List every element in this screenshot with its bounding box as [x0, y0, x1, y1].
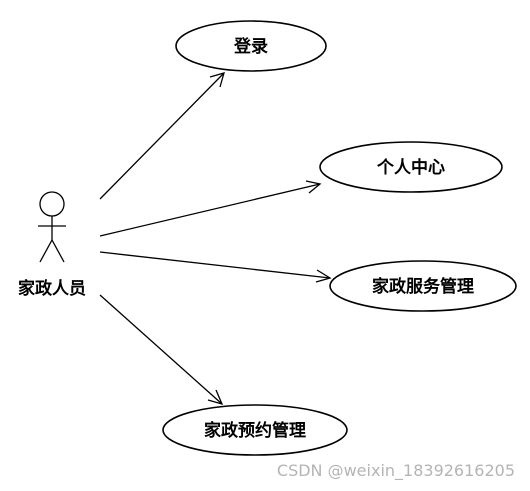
use-case-label: 个人中心: [376, 157, 445, 178]
actor-label: 家政人员: [18, 278, 86, 299]
use-case-booking-mgmt: 家政预约管理: [162, 404, 348, 456]
association-service-mgmt: [99, 251, 332, 283]
association-profile: [99, 180, 322, 237]
use-case-login: 登录: [175, 20, 327, 72]
use-case-service-mgmt: 家政服务管理: [329, 260, 517, 312]
actor: 家政人员: [18, 191, 86, 299]
use-case-profile: 个人中心: [319, 141, 503, 193]
association-login: [99, 72, 225, 200]
use-case-label: 家政预约管理: [204, 420, 306, 441]
use-case-label: 家政服务管理: [372, 276, 474, 297]
use-case-label: 登录: [233, 36, 268, 57]
association-booking-mgmt: [99, 294, 224, 406]
watermark-text: CSDN @weixin_18392616205: [277, 461, 515, 481]
stick-figure-icon: [38, 191, 66, 263]
associations: [99, 72, 332, 406]
